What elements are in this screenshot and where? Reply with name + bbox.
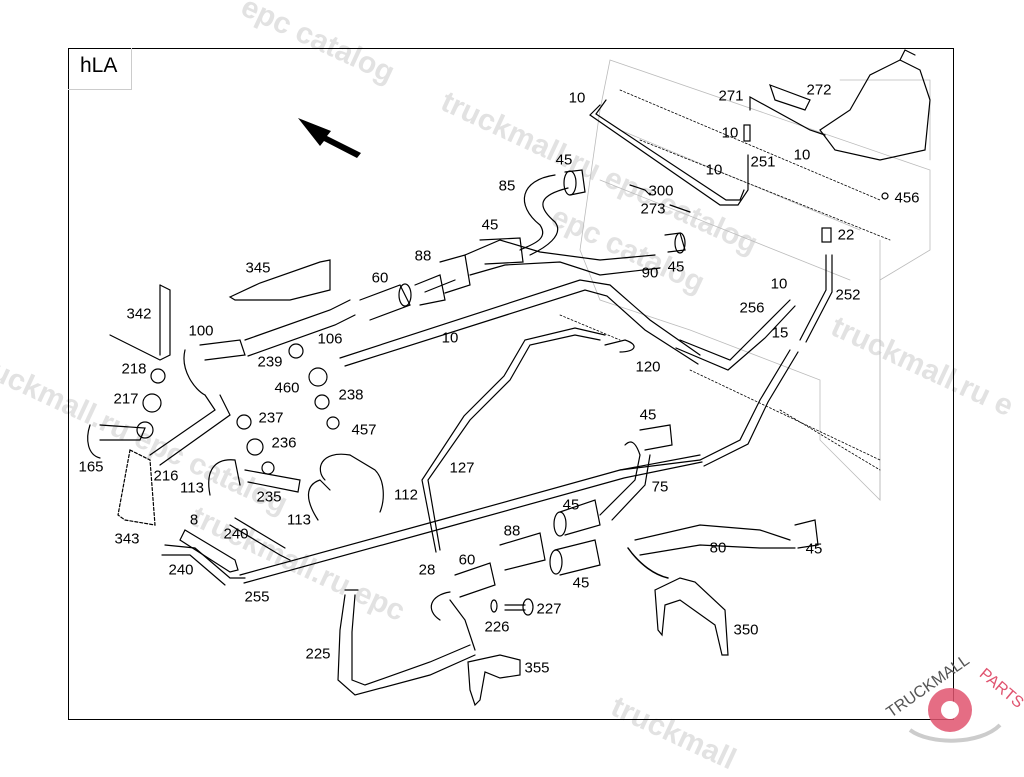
part-label-100[interactable]: 100 (188, 322, 214, 340)
part-label-45-top[interactable]: 45 (555, 151, 573, 169)
hose-45-88-60-lower (454, 424, 819, 598)
part-label-457[interactable]: 457 (351, 421, 377, 439)
part-label-75[interactable]: 75 (651, 478, 669, 496)
part-label-45-mid[interactable]: 45 (481, 216, 499, 234)
part-label-343[interactable]: 343 (114, 530, 140, 548)
part-label-45-center[interactable]: 45 (562, 496, 580, 514)
hose-85 (519, 169, 586, 256)
bracket-342 (109, 284, 171, 361)
bolt-227 (490, 598, 534, 616)
reservoir-456 (819, 49, 931, 200)
part-label-90[interactable]: 90 (641, 264, 659, 282)
part-label-10-right[interactable]: 10 (793, 146, 811, 164)
part-label-355[interactable]: 355 (524, 659, 550, 677)
clip-273 (669, 204, 691, 213)
gear-icon (908, 688, 1002, 743)
part-label-10-top-left[interactable]: 10 (568, 89, 586, 107)
hose-90 (439, 232, 686, 294)
hose-240 (179, 517, 291, 573)
part-label-60-lower[interactable]: 60 (458, 551, 476, 569)
part-label-236[interactable]: 236 (271, 434, 297, 452)
part-label-10-right2[interactable]: 10 (770, 275, 788, 293)
pipe-255 (161, 454, 703, 586)
part-label-227[interactable]: 227 (536, 600, 562, 618)
part-label-240-upper[interactable]: 240 (223, 525, 249, 543)
part-label-225[interactable]: 225 (305, 645, 331, 663)
part-label-350[interactable]: 350 (733, 621, 759, 639)
part-label-22[interactable]: 22 (837, 226, 855, 244)
direction-arrow-icon (298, 118, 361, 158)
part-label-10-long[interactable]: 10 (441, 329, 459, 347)
part-label-8[interactable]: 8 (189, 511, 199, 529)
part-label-80[interactable]: 80 (709, 539, 727, 557)
parts-diagram (87, 49, 931, 707)
hose-225 (337, 589, 476, 696)
part-label-10-small-clip[interactable]: 10 (705, 161, 723, 179)
part-label-272[interactable]: 272 (806, 81, 832, 99)
part-label-217[interactable]: 217 (113, 390, 139, 408)
part-label-28[interactable]: 28 (418, 561, 436, 579)
clip-300 (629, 184, 651, 196)
part-label-256[interactable]: 256 (739, 299, 765, 317)
part-label-112[interactable]: 112 (394, 486, 418, 504)
part-label-10-upper-mid[interactable]: 10 (721, 124, 739, 142)
bracket-355 (467, 654, 521, 707)
part-label-342[interactable]: 342 (126, 305, 152, 323)
section-code: hLA (80, 54, 118, 77)
part-label-45-bottom[interactable]: 45 (572, 574, 590, 592)
part-label-255[interactable]: 255 (244, 588, 270, 606)
diagram-frame (68, 48, 954, 720)
bracket-350 (627, 547, 729, 656)
pipe-127 (421, 327, 635, 553)
engine-block-outline (579, 59, 931, 501)
hose-113-112 (208, 453, 384, 521)
part-label-127[interactable]: 127 (449, 459, 475, 477)
part-label-460[interactable]: 460 (274, 379, 300, 397)
part-label-252[interactable]: 252 (835, 286, 861, 304)
part-label-45-far-right[interactable]: 45 (805, 540, 823, 558)
hose-60-88-top (359, 274, 456, 321)
part-label-238[interactable]: 238 (338, 386, 364, 404)
part-label-237[interactable]: 237 (258, 409, 284, 427)
part-label-456[interactable]: 456 (894, 189, 920, 207)
part-label-85[interactable]: 85 (498, 177, 516, 195)
part-label-165[interactable]: 165 (78, 458, 104, 476)
part-label-345[interactable]: 345 (245, 259, 271, 277)
pipe-10-top (589, 95, 826, 206)
part-label-300[interactable]: 300 (648, 182, 674, 200)
part-label-88-lower[interactable]: 88 (503, 522, 521, 540)
fittings (87, 343, 340, 475)
part-label-226[interactable]: 226 (484, 618, 510, 636)
part-label-251[interactable]: 251 (750, 153, 776, 171)
bracket-343 (117, 449, 156, 526)
hose-100 (149, 299, 356, 466)
part-label-273[interactable]: 273 (640, 200, 666, 218)
part-label-60-top[interactable]: 60 (371, 269, 389, 287)
part-label-113-right[interactable]: 113 (287, 511, 311, 529)
truckmall-parts-logo: TRUCKMALL PARTS (880, 652, 1024, 750)
part-label-240-lower[interactable]: 240 (168, 561, 194, 579)
part-label-15[interactable]: 15 (771, 324, 789, 342)
clip-272 (769, 83, 811, 111)
part-label-106[interactable]: 106 (317, 330, 343, 348)
part-label-120[interactable]: 120 (635, 358, 661, 376)
part-label-239[interactable]: 239 (257, 353, 283, 371)
part-label-88-top[interactable]: 88 (414, 247, 432, 265)
part-label-218[interactable]: 218 (121, 360, 147, 378)
part-label-113-left[interactable]: 113 (180, 479, 204, 497)
leader-lines (559, 89, 891, 471)
part-label-235[interactable]: 235 (256, 488, 282, 506)
part-label-271[interactable]: 271 (718, 87, 744, 105)
part-label-216[interactable]: 216 (153, 467, 179, 485)
section-code-box (68, 48, 132, 90)
part-label-45-lower[interactable]: 45 (639, 406, 657, 424)
bracket-345 (228, 259, 331, 301)
part-label-45-right[interactable]: 45 (667, 258, 685, 276)
pipe-10-long (339, 279, 796, 371)
